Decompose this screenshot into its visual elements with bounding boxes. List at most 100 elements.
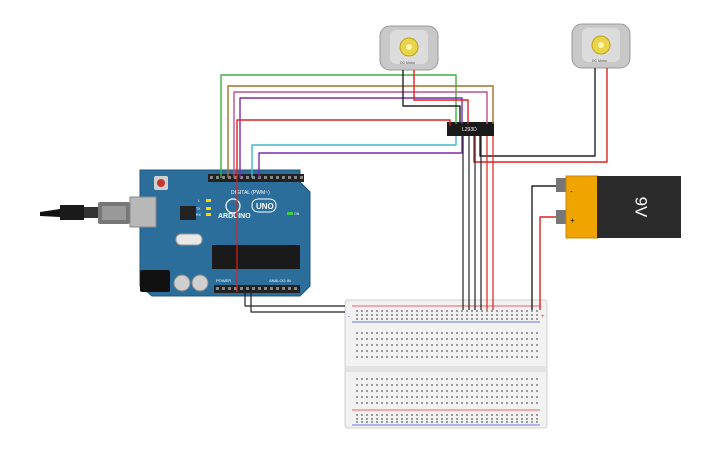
breadboard-hole: [371, 421, 373, 423]
breadboard[interactable]: - +: [344, 299, 548, 429]
dc-motor-2[interactable]: DC Motor: [571, 23, 631, 69]
breadboard-hole: [496, 396, 498, 398]
breadboard-hole: [356, 402, 358, 404]
breadboard-hole: [521, 318, 523, 320]
breadboard-hole: [356, 310, 358, 312]
breadboard-hole: [486, 390, 488, 392]
battery-9v[interactable]: - + 9V: [556, 175, 681, 239]
breadboard-hole: [436, 402, 438, 404]
breadboard-hole: [431, 356, 433, 358]
breadboard-hole: [501, 414, 503, 416]
breadboard-hole: [466, 318, 468, 320]
breadboard-hole: [426, 344, 428, 346]
breadboard-hole: [371, 384, 373, 386]
breadboard-hole: [526, 310, 528, 312]
breadboard-hole: [431, 378, 433, 380]
breadboard-hole: [486, 344, 488, 346]
breadboard-hole: [446, 310, 448, 312]
breadboard-hole: [361, 344, 363, 346]
breadboard-hole: [421, 356, 423, 358]
arduino-uno-board[interactable]: DIGITAL (PWM~) ARDUINO UNO POWER ANALOG …: [40, 169, 311, 297]
breadboard-hole: [491, 350, 493, 352]
breadboard-hole: [461, 350, 463, 352]
breadboard-hole: [461, 384, 463, 386]
breadboard-hole: [406, 396, 408, 398]
led-label-l: L: [198, 199, 200, 203]
battery-terminal-plus: [556, 210, 568, 224]
breadboard-hole: [421, 390, 423, 392]
breadboard-hole: [376, 344, 378, 346]
breadboard-hole: [411, 396, 413, 398]
breadboard-hole: [401, 314, 403, 316]
header-pin: [288, 176, 291, 179]
breadboard-hole: [506, 378, 508, 380]
breadboard-hole: [441, 314, 443, 316]
breadboard-hole: [441, 310, 443, 312]
breadboard-hole: [536, 414, 538, 416]
breadboard-hole: [511, 396, 513, 398]
breadboard-hole: [391, 384, 393, 386]
breadboard-hole: [461, 332, 463, 334]
breadboard-hole: [506, 421, 508, 423]
breadboard-hole: [356, 390, 358, 392]
header-pin: [300, 176, 303, 179]
breadboard-hole: [516, 421, 518, 423]
breadboard-hole: [376, 384, 378, 386]
breadboard-hole: [511, 350, 513, 352]
breadboard-hole: [486, 350, 488, 352]
breadboard-hole: [496, 350, 498, 352]
breadboard-hole: [436, 344, 438, 346]
breadboard-hole: [536, 421, 538, 423]
wire-motor1-red: [413, 70, 469, 124]
breadboard-hole: [406, 338, 408, 340]
breadboard-hole: [411, 356, 413, 358]
breadboard-hole: [421, 310, 423, 312]
breadboard-hole: [376, 356, 378, 358]
breadboard-hole: [361, 390, 363, 392]
breadboard-hole: [516, 314, 518, 316]
breadboard-hole: [386, 396, 388, 398]
breadboard-hole: [526, 390, 528, 392]
breadboard-hole: [401, 414, 403, 416]
breadboard-hole: [396, 318, 398, 320]
header-pin: [264, 287, 267, 290]
breadboard-hole: [356, 332, 358, 334]
breadboard-hole: [531, 350, 533, 352]
breadboard-hole: [471, 396, 473, 398]
breadboard-hole: [471, 310, 473, 312]
dc-motor-1[interactable]: DC Motor: [379, 25, 439, 71]
breadboard-hole: [371, 378, 373, 380]
breadboard-hole: [361, 414, 363, 416]
breadboard-hole: [431, 384, 433, 386]
breadboard-hole: [481, 350, 483, 352]
breadboard-hole: [381, 421, 383, 423]
breadboard-hole: [501, 418, 503, 420]
breadboard-hole: [531, 402, 533, 404]
breadboard-hole: [486, 402, 488, 404]
breadboard-hole: [361, 338, 363, 340]
breadboard-hole: [396, 344, 398, 346]
breadboard-hole: [521, 350, 523, 352]
breadboard-hole: [481, 418, 483, 420]
breadboard-hole: [471, 418, 473, 420]
breadboard-hole: [491, 402, 493, 404]
l293d-driver-ic[interactable]: L293D: [447, 122, 494, 136]
breadboard-hole: [521, 356, 523, 358]
breadboard-hole: [381, 310, 383, 312]
breadboard-hole: [406, 356, 408, 358]
breadboard-hole: [371, 418, 373, 420]
header-pin: [228, 176, 231, 179]
breadboard-hole: [376, 350, 378, 352]
breadboard-hole: [371, 338, 373, 340]
breadboard-hole: [496, 421, 498, 423]
breadboard-hole: [416, 384, 418, 386]
breadboard-hole: [356, 378, 358, 380]
breadboard-hole: [526, 314, 528, 316]
breadboard-hole: [416, 314, 418, 316]
breadboard-hole: [446, 396, 448, 398]
header-pin: [294, 176, 297, 179]
breadboard-hole: [406, 418, 408, 420]
breadboard-hole: [531, 344, 533, 346]
breadboard-hole: [531, 384, 533, 386]
breadboard-hole: [411, 378, 413, 380]
